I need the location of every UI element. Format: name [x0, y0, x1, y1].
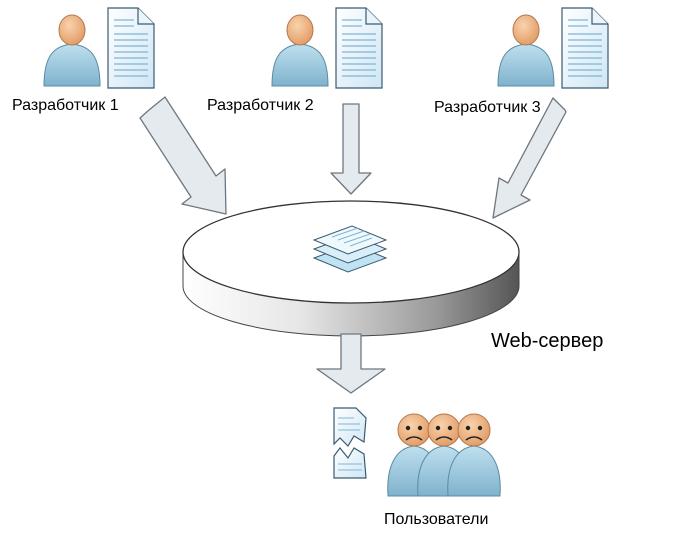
arrow-developer-3 — [492, 97, 567, 219]
developer-2 — [271, 7, 383, 89]
arrow-developer-1 — [139, 96, 227, 215]
arrow-developer-2 — [330, 103, 372, 195]
broken-document-icon — [333, 407, 367, 479]
document-icon — [335, 7, 383, 89]
developer-3 — [497, 7, 609, 89]
person-icon — [43, 14, 101, 87]
document-icon — [561, 7, 609, 89]
unhappy-user-icon — [447, 413, 501, 497]
person-icon — [497, 14, 555, 87]
developer-2-label: Разработчик 2 — [207, 97, 314, 114]
developer-1 — [43, 7, 155, 89]
developer-1-label: Разработчик 1 — [12, 97, 119, 114]
users-label: Пользователи — [384, 511, 488, 528]
developer-3-label: Разработчик 3 — [434, 99, 541, 116]
users-group — [387, 413, 501, 497]
arrow-to-users — [316, 333, 386, 394]
document-icon — [107, 7, 155, 89]
person-icon — [271, 14, 329, 87]
document-stack-icon — [312, 225, 388, 273]
server-label: Web-сервер — [491, 330, 603, 352]
